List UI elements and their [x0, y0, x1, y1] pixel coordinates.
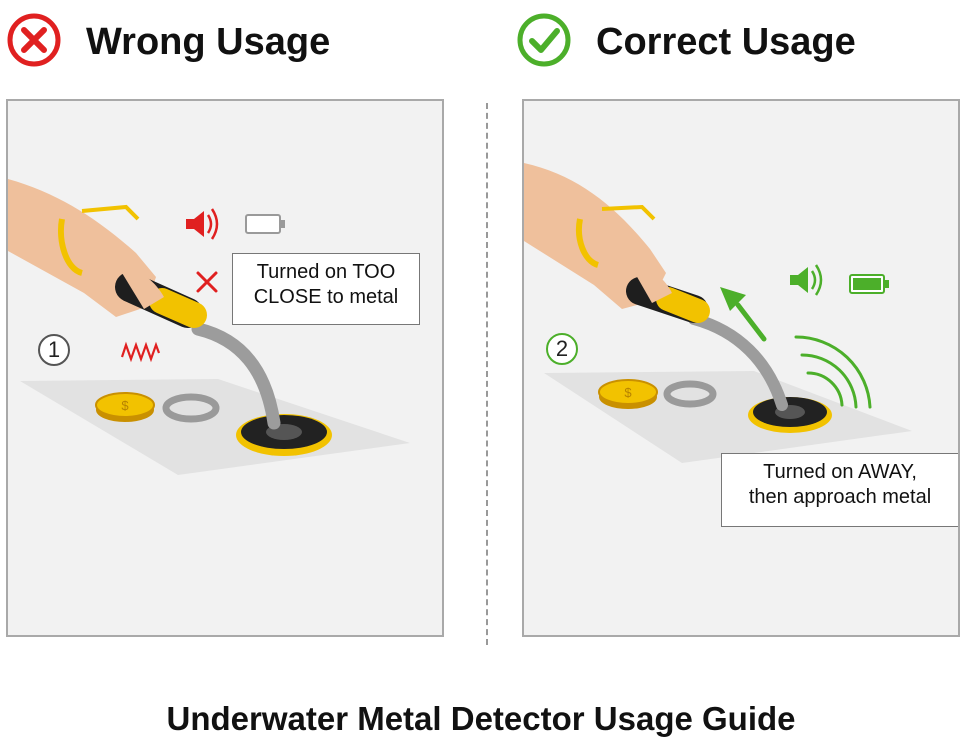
detector-coil-icon: [748, 397, 832, 433]
detector-shaft: [688, 313, 788, 411]
erratic-signal-icon: [120, 341, 161, 363]
up-arrow-icon: [720, 287, 767, 342]
wrist-strap: [576, 218, 600, 268]
signal-waves-icon: [794, 335, 872, 409]
wrong-usage-panel: $ 1: [6, 99, 444, 637]
arm-hand: [524, 163, 666, 309]
correct-usage-title: Correct Usage: [596, 20, 856, 63]
speaker-icon: [790, 264, 823, 296]
wrong-usage-callout: Turned on TOO CLOSE to metal: [232, 253, 420, 325]
callout-line-1: Turned on AWAY,: [763, 461, 917, 483]
callout-line-1: Turned on TOO: [256, 261, 396, 283]
guide-title: Underwater Metal Detector Usage Guide: [166, 700, 796, 737]
empty-battery-icon: [245, 214, 285, 234]
correct-usage-panel: $: [522, 99, 960, 637]
detector-coil-icon: [236, 414, 332, 456]
green-check-circle-icon: [516, 12, 572, 73]
red-cross-circle-icon: [6, 12, 62, 73]
wrist-strap: [58, 218, 84, 276]
correct-usage-illustration: $: [524, 163, 912, 463]
wrong-usage-title: Wrong Usage: [86, 20, 331, 63]
wrong-usage-illustration: $: [8, 179, 410, 475]
silver-ring-icon: [162, 393, 220, 423]
detector-shaft: [191, 322, 281, 430]
silver-ring-icon: [663, 380, 717, 408]
red-x-icon: [196, 271, 218, 293]
correct-usage-heading: Correct Usage: [516, 12, 856, 73]
callout-line-2: then approach metal: [748, 486, 932, 508]
gold-coin-icon: $: [598, 379, 658, 409]
wrong-usage-heading: Wrong Usage: [6, 12, 331, 73]
ground-sheet: [20, 379, 410, 475]
step-number-badge: 1: [38, 334, 70, 366]
ground-sheet: [544, 371, 912, 463]
svg-text:$: $: [121, 398, 129, 413]
speaker-icon: [186, 208, 219, 240]
correct-usage-callout: Turned on AWAY, then approach metal: [721, 453, 958, 527]
svg-text:$: $: [624, 385, 632, 400]
dashed-divider: [486, 103, 488, 645]
step-number-badge: 2: [546, 333, 578, 365]
full-battery-icon: [849, 274, 889, 294]
gold-coin-icon: $: [95, 392, 155, 422]
callout-line-2: CLOSE to metal: [253, 286, 399, 308]
